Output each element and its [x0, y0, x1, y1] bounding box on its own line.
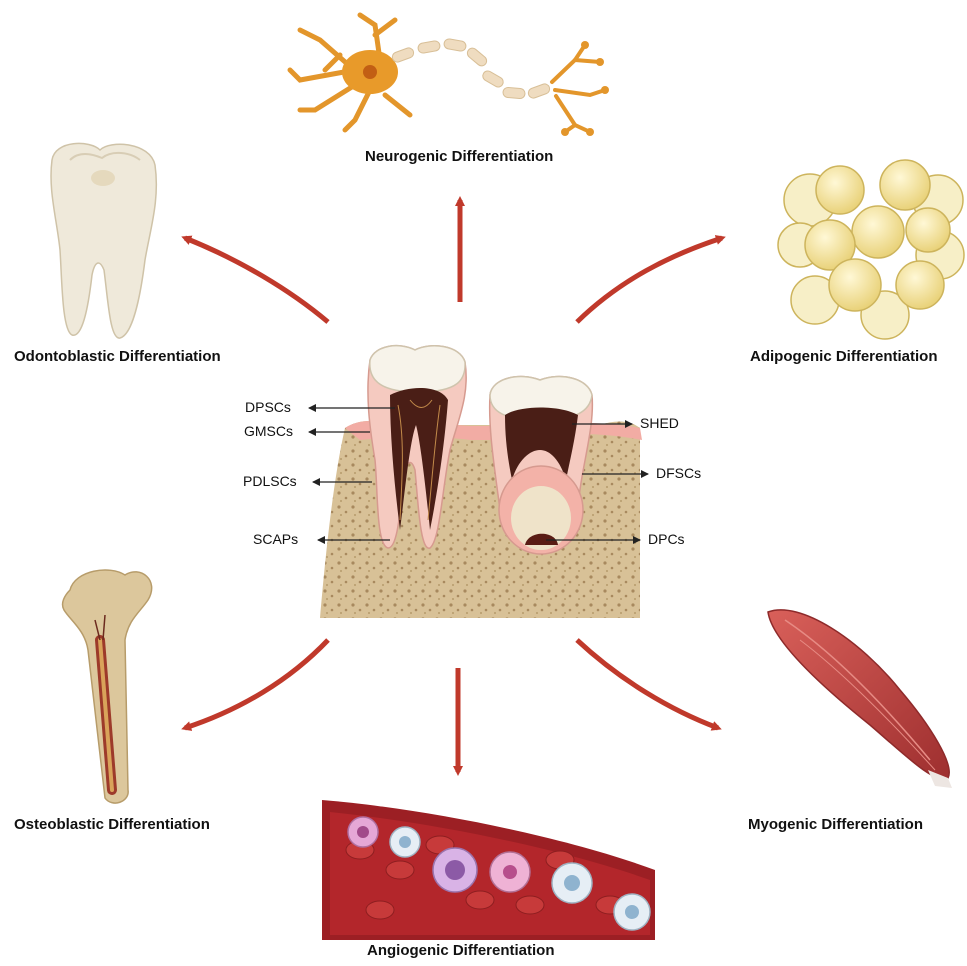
label-pdlscs: PDLSCs [243, 473, 297, 489]
adipocyte-cluster-illustration [778, 160, 964, 339]
blood-vessel-illustration [322, 800, 655, 940]
label-dfscs: DFSCs [656, 465, 701, 481]
label-shed: SHED [640, 415, 679, 431]
label-scaps: SCAPs [253, 531, 298, 547]
arrow-myogenic [577, 640, 718, 728]
neuron-illustration [290, 15, 609, 136]
tooth-illustration [51, 143, 156, 338]
arrow-odontoblastic [185, 238, 328, 322]
label-angiogenic: Angiogenic Differentiation [367, 942, 555, 959]
femur-bone-illustration [63, 570, 152, 803]
label-osteoblastic: Osteoblastic Differentiation [14, 816, 210, 833]
arrow-adipogenic [577, 238, 722, 322]
label-dpscs: DPSCs [245, 399, 291, 415]
label-myogenic: Myogenic Differentiation [748, 816, 923, 833]
label-neurogenic: Neurogenic Differentiation [365, 148, 553, 165]
label-adipogenic: Adipogenic Differentiation [750, 348, 938, 365]
label-odontoblastic: Odontoblastic Differentiation [14, 348, 221, 365]
arrow-osteoblastic [185, 640, 328, 728]
label-dpcs: DPCs [648, 531, 685, 547]
muscle-illustration [768, 610, 952, 788]
label-gmscs: GMSCs [244, 423, 293, 439]
